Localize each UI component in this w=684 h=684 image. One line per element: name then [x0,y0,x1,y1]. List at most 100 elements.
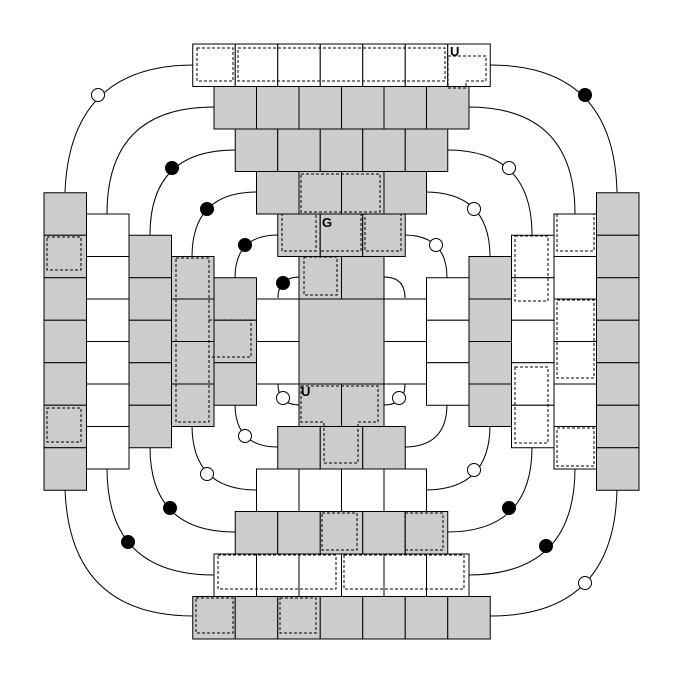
board-cell [426,362,470,406]
board-cell [192,596,236,640]
letter-labels: U G U [301,44,459,399]
board-cell [234,43,279,87]
dashed-piece-outline [279,597,317,634]
board-cell [404,511,449,555]
label-g: G [322,215,332,230]
board-cell [553,383,597,427]
board-cell [171,341,215,385]
board-cell [362,511,406,555]
dashed-piece-outline [196,47,234,82]
dashed-piece-outline [175,257,210,423]
board-cell [341,553,385,597]
board-cell [383,298,427,342]
white-disc [91,88,105,102]
board-cell [298,553,342,597]
board-cell [426,277,470,321]
board-cell [553,426,597,470]
board-cell [298,256,342,300]
board-cell [86,213,130,257]
dashed-piece-outline [514,366,549,444]
board-cell [277,511,321,555]
dashed-piece-outline [319,213,362,252]
board-cell [383,86,427,130]
white-disc [238,429,252,443]
board-cell [319,511,364,555]
board-cell [256,86,300,130]
board-cell [43,192,87,236]
board-cell [553,341,597,385]
board-cell [128,404,172,449]
board-cell [128,319,172,364]
board-cell [277,128,321,172]
board-cell [43,404,87,449]
black-disc [165,161,179,175]
board-cell [553,213,597,257]
board-cell [319,43,364,87]
board-cell [171,256,215,300]
arc-ring-2 [106,106,576,576]
dashed-piece-outline [237,47,446,82]
board-cell [596,277,640,321]
white-disc [502,161,516,175]
white-disc [467,463,481,477]
black-disc [539,539,553,553]
board-cell [383,171,427,215]
dashed-pieces [46,47,595,634]
board-cell [43,362,87,406]
dashed-piece-outline [281,213,317,252]
label-u-center: U [301,384,310,399]
board-cell [596,234,640,279]
board-cell [426,86,470,130]
board-cell [213,277,257,321]
board-cell [511,319,555,364]
board-cell [362,213,406,257]
dashed-piece-outline [514,235,549,302]
board-cell [362,128,406,172]
board-cell [277,596,321,640]
board-cell [383,341,427,385]
board-cell [426,553,470,597]
board-cell [43,277,87,321]
center-block [298,298,385,385]
board-cell [256,468,300,512]
dashed-piece-outline [404,512,444,551]
board-cell [213,319,257,364]
board-cell [213,553,257,597]
board-cell [404,43,449,87]
white-disc [467,202,481,216]
black-disc [276,276,290,290]
board-cell [86,256,130,300]
board-cell [341,171,385,215]
dashed-piece-outline [343,554,465,590]
board-cell [86,383,130,427]
board-cell [256,341,300,385]
board-cell [128,234,172,279]
white-disc [429,238,443,252]
board-cell [171,298,215,342]
board-cell [511,404,555,449]
dashed-piece-outline [46,236,82,271]
board-cell [171,383,215,427]
dashed-piece-outline [208,319,252,358]
board-cell [553,256,597,300]
board-cell [468,298,512,342]
board-cell [298,86,342,130]
board-cell [341,383,385,427]
dashed-piece-outline [556,427,595,467]
board-cell [383,468,427,512]
board-cell [362,426,406,470]
black-disc [121,535,135,549]
label-u-top: U [450,44,459,59]
board-cell [468,341,512,385]
board-cell [234,596,279,640]
board-cell [404,128,449,172]
board-cell [298,171,342,215]
board-cell [86,426,130,470]
board-cell [447,596,491,640]
board-cell [277,43,321,87]
white-disc [578,576,592,590]
board-cell [192,43,236,87]
board-cell [362,596,406,640]
board-cell [43,234,87,279]
board-cell [596,192,640,236]
